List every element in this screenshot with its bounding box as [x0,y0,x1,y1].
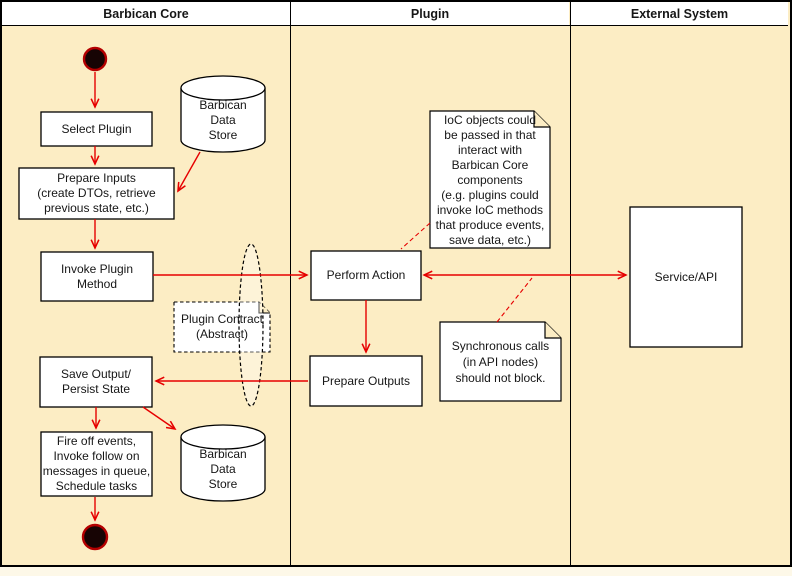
lane-divider-1 [290,2,291,565]
lane-header-label: Barbican Core [103,6,189,21]
lane-header-external-system: External System [571,2,788,25]
lane-divider-2 [570,2,571,565]
lane-header-label: External System [630,6,729,21]
lane-header-plugin: Plugin [291,2,569,25]
header-separator-line [2,25,788,26]
lane-header-barbican-core: Barbican Core [2,2,290,25]
lane-header-label: Plugin [410,6,450,21]
